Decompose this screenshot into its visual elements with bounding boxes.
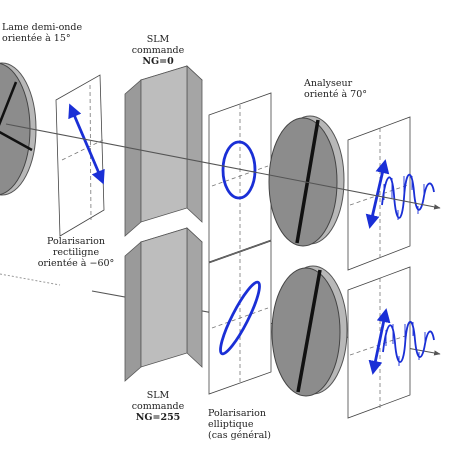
analyser-axis-line	[295, 119, 320, 244]
elliptic-polarization-label: Polarisarion elliptique (cas général)	[208, 408, 271, 441]
slm-bottom	[124, 227, 203, 382]
polarization-plane-linear	[55, 74, 105, 237]
elliptic-polarization-ellipse	[219, 280, 261, 356]
slm-top-label: SLM commande NG=0	[131, 34, 185, 67]
polarization-plane-elliptic	[208, 240, 272, 395]
half-wave-plate-label: Lame demi-onde orientée à 15°	[2, 22, 83, 44]
plate-axis-line	[0, 81, 18, 126]
wave-bottom	[382, 320, 435, 363]
output-plane-bottom	[347, 266, 435, 419]
slm-bottom-label: SLM commande NG=255	[131, 390, 185, 423]
analyser-top	[268, 115, 345, 247]
analysed-polarization-arrow-bottom	[368, 308, 391, 375]
beam-bottom-incoming	[0, 273, 61, 286]
linear-polarization-arrow	[68, 103, 105, 185]
analyser-label: Analyseur orienté à 70°	[304, 78, 368, 100]
analysed-polarization-arrow	[365, 159, 390, 229]
output-plane-top	[347, 116, 435, 271]
analyser-bottom	[271, 265, 348, 397]
slm-top	[124, 65, 203, 237]
polarization-plane-circular	[208, 92, 272, 263]
beam-top	[5, 123, 441, 210]
linear-polarization-label: Polarisarion rectiligne orientée à −60°	[37, 236, 115, 269]
wave-top	[381, 173, 435, 219]
analyser-bottom-axis-line	[296, 269, 322, 393]
circular-polarization-ellipse	[221, 140, 257, 200]
plate-axis-line-secondary	[0, 130, 33, 152]
